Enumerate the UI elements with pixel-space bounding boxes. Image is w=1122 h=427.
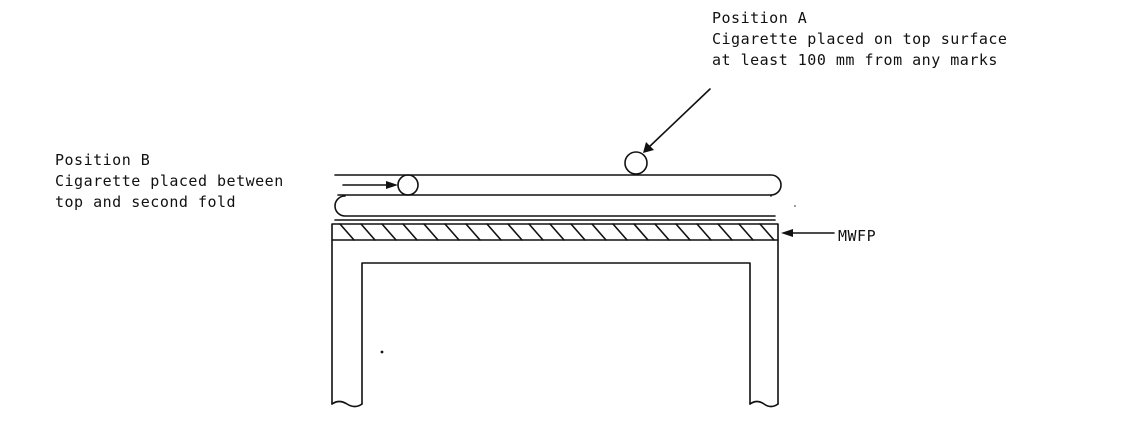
mwfp-hatch-line	[633, 223, 649, 241]
scan-dot	[794, 205, 796, 207]
cigarette-position-a	[624, 151, 648, 175]
mwfp-hatch-line	[738, 223, 754, 241]
mwfp-hatch-line	[717, 223, 733, 241]
mwfp-hatch-line	[654, 223, 670, 241]
mwfp-hatching	[339, 223, 775, 241]
mwfp-hatch-line	[528, 223, 544, 241]
mwfp-hatch-line	[465, 223, 481, 241]
mwfp-hatch-line	[423, 223, 439, 241]
mwfp-hatch-line	[591, 223, 607, 241]
position-b-line-1: Cigarette placed between	[55, 172, 284, 190]
position-b-label: Position B Cigarette placed between top …	[55, 150, 284, 213]
position-a-label: Position A Cigarette placed on top surfa…	[712, 8, 1007, 71]
mwfp-hatch-line	[549, 223, 565, 241]
mwfp-hatch-line	[444, 223, 460, 241]
fabric-second-fold	[334, 194, 776, 217]
table-leg-left-break	[331, 400, 363, 408]
position-a-arrowhead	[643, 142, 654, 153]
cigarette-position-b	[397, 174, 419, 196]
mwfp-hatch-line	[402, 223, 418, 241]
table-frame	[331, 239, 779, 405]
mwfp-hatch-line	[339, 223, 355, 241]
scan-dot	[380, 350, 384, 354]
mwfp-hatch-line	[507, 223, 523, 241]
mwfp-hatch-line	[675, 223, 691, 241]
mwfp-hatch-line	[360, 223, 376, 241]
mwfp-board	[331, 223, 779, 241]
position-a-leader-line	[647, 88, 711, 149]
mwfp-hatch-line	[759, 223, 775, 241]
mwfp-hatch-line	[612, 223, 628, 241]
position-b-arrowhead	[386, 181, 398, 189]
mwfp-hatch-line	[570, 223, 586, 241]
position-a-line-1: Cigarette placed on top surface	[712, 30, 1008, 48]
mwfp-arrowhead	[781, 229, 793, 237]
mwfp-hatch-line	[486, 223, 502, 241]
mwfp-label: MWFP	[838, 227, 877, 245]
fabric-top-fold	[334, 174, 782, 196]
position-a-title: Position A	[712, 9, 808, 27]
mwfp-hatch-line	[696, 223, 712, 241]
position-a-line-2: at least 100 mm from any marks	[712, 51, 998, 69]
position-b-line-2: top and second fold	[55, 193, 237, 211]
table-leg-right-break	[749, 400, 779, 408]
position-b-title: Position B	[55, 151, 151, 169]
mwfp-hatch-line	[381, 223, 397, 241]
